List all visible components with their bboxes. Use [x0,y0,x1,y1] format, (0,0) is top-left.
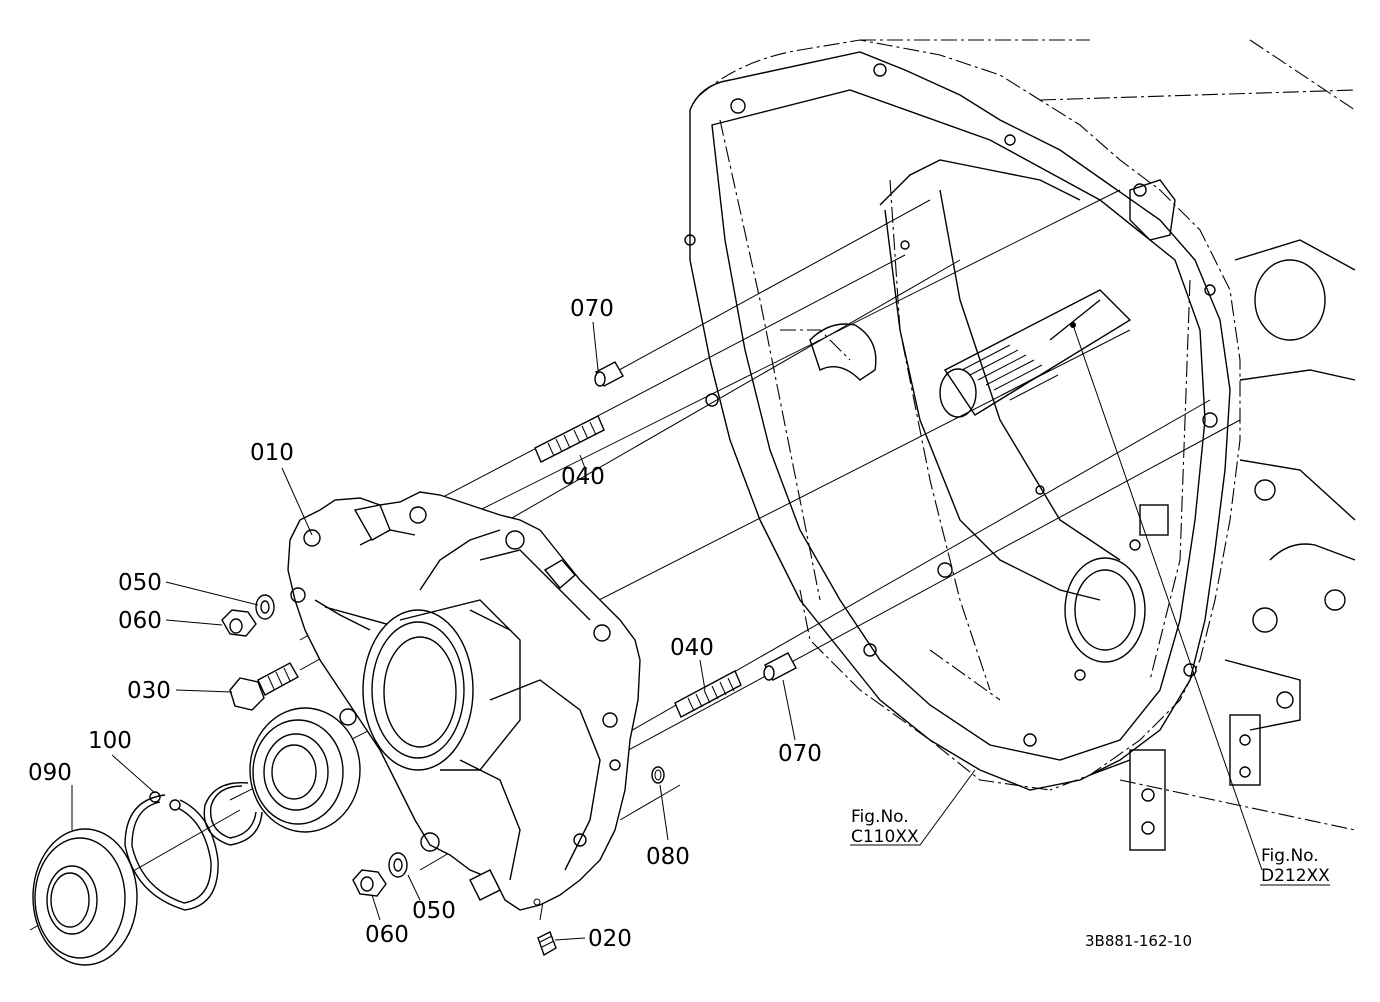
transmission-case-outline [699,39,1356,831]
fig-ref-title-b: Fig.No. [1261,846,1319,866]
dowel-pin-upper [594,361,624,387]
label-050-lower: 050 [412,898,456,924]
case-flange [684,51,1231,791]
ball-bearing [249,707,361,833]
hex-nut-upper [221,609,257,637]
label-080: 080 [646,844,690,870]
case-inner-structure [809,159,1356,851]
part-labels: 070 040 010 050 060 030 040 070 100 090 … [28,296,822,952]
label-040-upper: 040 [561,464,605,490]
label-040-lower: 040 [670,635,714,661]
o-ring [651,766,665,784]
figure-references: Fig.No. C110XX Fig.No. D212XX [851,807,1330,886]
label-060-lower: 060 [365,922,409,948]
fig-ref-code-b: D212XX [1261,866,1330,886]
spring-washer-lower [388,852,408,878]
spring-washer-upper [255,594,275,620]
snap-ring-small [203,781,263,846]
label-030: 030 [127,678,171,704]
dowel-pin-lower [763,652,797,681]
fig-ref-title-a: Fig.No. [851,807,909,827]
oil-seal [32,828,138,966]
leader-lines [71,321,1330,941]
label-070-upper: 070 [570,296,614,322]
plug-screw [537,931,557,957]
label-010: 010 [250,440,294,466]
fig-ref-code-a: C110XX [851,827,919,847]
drawing-number: 3B881-162-10 [1085,932,1192,950]
label-070-lower: 070 [778,741,822,767]
stud-bolt-upper [534,415,605,463]
label-100: 100 [88,728,132,754]
retaining-ring [124,791,219,911]
gear-case-cover [287,491,641,911]
hex-nut-lower [352,869,387,897]
assembly-centerlines [29,189,1241,931]
label-060-upper: 060 [118,608,162,634]
hex-bolt [229,662,299,711]
label-050-upper: 050 [118,570,162,596]
label-020: 020 [588,926,632,952]
stud-bolt-lower [674,670,742,718]
splined-shaft [939,289,1132,418]
label-090: 090 [28,760,72,786]
